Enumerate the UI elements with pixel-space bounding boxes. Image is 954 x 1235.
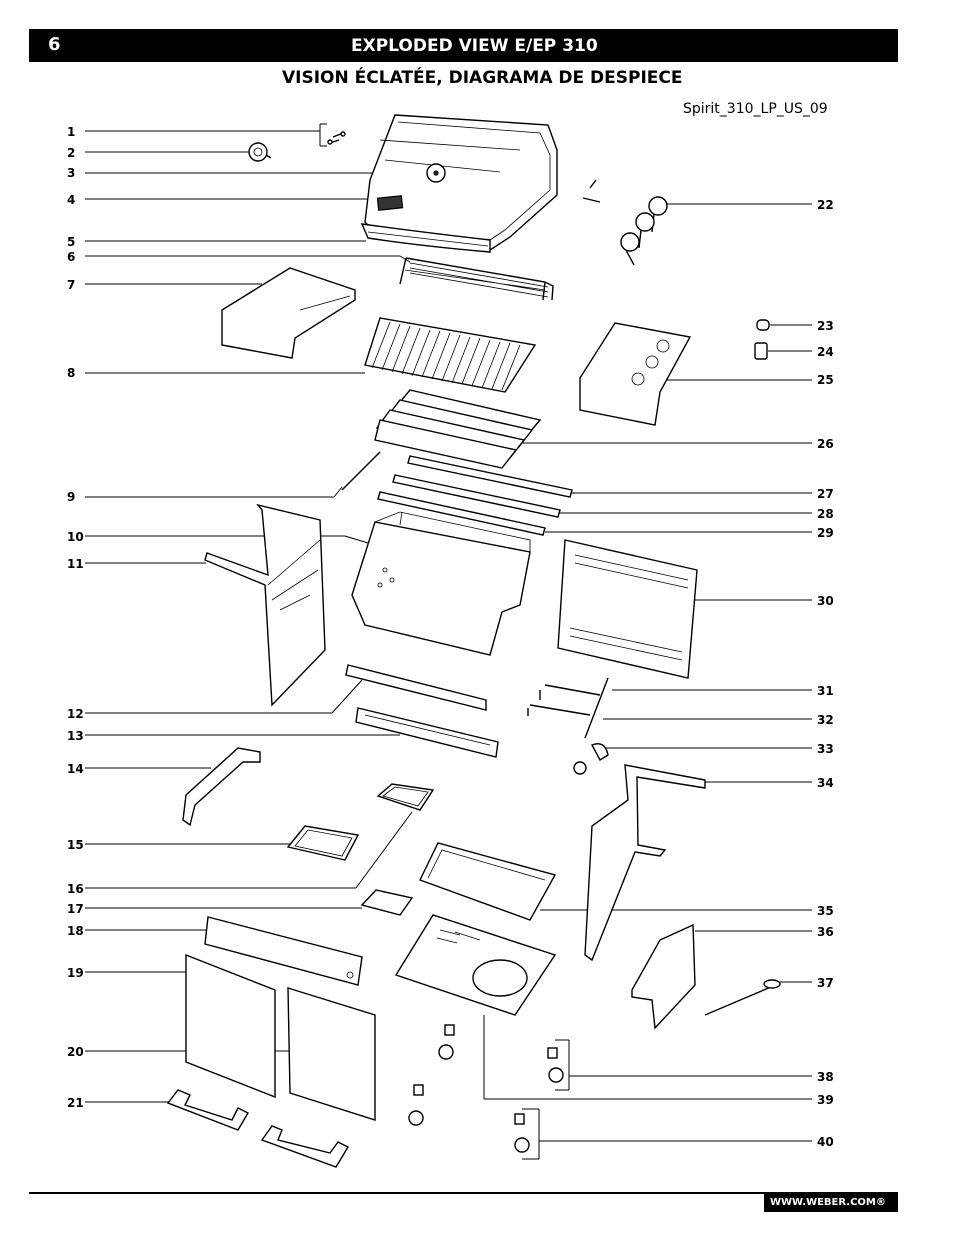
part-35-bottom-tray — [419, 842, 557, 921]
callout-15: 15 — [67, 838, 84, 852]
callout-37: 37 — [817, 976, 834, 990]
callout-30: 30 — [817, 594, 834, 608]
model-code: Spirit_310_LP_US_09 — [683, 101, 828, 117]
callout-23: 23 — [817, 319, 834, 333]
callout-24: 24 — [817, 345, 834, 359]
part-25-control-panel — [579, 322, 692, 426]
callout-13: 13 — [67, 729, 84, 743]
callout-32: 32 — [817, 713, 834, 727]
callout-29: 29 — [817, 526, 834, 540]
callout-19: 19 — [67, 966, 84, 980]
callout-20: 20 — [67, 1045, 84, 1059]
callout-34: 34 — [817, 776, 834, 790]
callout-25: 25 — [817, 373, 834, 387]
callout-11: 11 — [67, 557, 84, 571]
callout-22: 22 — [817, 198, 834, 212]
leader-lines-right — [483, 203, 812, 1160]
part-7-left-side-table — [221, 267, 356, 359]
part-14-bracket — [182, 747, 261, 827]
callout-1: 1 — [67, 125, 76, 139]
part-34-right-frame — [584, 764, 706, 962]
part-27-burner — [407, 455, 573, 498]
part-26-flavorizer-bars — [374, 389, 542, 469]
part-19-left-door — [185, 953, 276, 1099]
callout-5: 5 — [67, 235, 76, 249]
part-15-tray-holder — [286, 825, 360, 861]
callout-16: 16 — [67, 882, 84, 896]
callout-36: 36 — [817, 925, 834, 939]
part-10-cookbox — [351, 511, 531, 656]
part-33-regulator — [573, 743, 609, 775]
part-31-manifold — [527, 677, 609, 739]
page-title: EXPLODED VIEW E/EP 310 — [351, 36, 598, 56]
callout-31: 31 — [817, 684, 834, 698]
part-38-casters — [547, 1047, 564, 1083]
part-23-igniter-button — [756, 319, 770, 331]
callout-4: 4 — [67, 193, 76, 207]
part-18-panel — [204, 916, 363, 986]
footer-url: WWW.WEBER.COM® — [770, 1197, 886, 1208]
footer-rule — [29, 1192, 898, 1194]
part-20-right-door — [287, 987, 376, 1121]
part-39-bottom-panel — [394, 914, 557, 1126]
callout-39: 39 — [817, 1093, 834, 1107]
part-29-burner — [377, 491, 546, 536]
part-24-igniter-module — [754, 342, 768, 360]
callout-26: 26 — [817, 437, 834, 451]
part-22-control-knobs — [582, 179, 668, 266]
page-number: 6 — [48, 34, 61, 55]
part-13-rail — [355, 707, 499, 758]
part-9-crossover-tube — [341, 451, 381, 491]
callout-35: 35 — [817, 904, 834, 918]
callout-10: 10 — [67, 530, 84, 544]
part-2-thermometer — [248, 142, 272, 162]
callout-27: 27 — [817, 487, 834, 501]
part-17-drip-tray — [360, 889, 414, 916]
callout-18: 18 — [67, 924, 84, 938]
part-11-left-frame — [204, 503, 326, 707]
part-40-casters — [514, 1113, 530, 1153]
part-12-rail — [345, 664, 487, 711]
callout-8: 8 — [67, 366, 76, 380]
part-21-door-handles — [166, 1089, 349, 1168]
callout-14: 14 — [67, 762, 84, 776]
callout-3: 3 — [67, 166, 76, 180]
part-1-screws — [327, 131, 346, 145]
callout-12: 12 — [67, 707, 84, 721]
callout-7: 7 — [67, 278, 76, 292]
callout-40: 40 — [817, 1135, 834, 1149]
part-6-warming-rack — [399, 257, 554, 301]
part-36-tank-holder — [631, 923, 696, 1030]
footer-tab — [764, 1194, 898, 1212]
part-37-tool — [704, 979, 781, 1016]
header-bar — [29, 29, 898, 62]
part-28-burner — [392, 474, 561, 518]
callout-9: 9 — [67, 490, 76, 504]
callout-17: 17 — [67, 902, 84, 916]
callout-6: 6 — [67, 250, 76, 264]
callout-33: 33 — [817, 742, 834, 756]
callout-21: 21 — [67, 1096, 84, 1110]
callout-2: 2 — [67, 146, 76, 160]
part-30-rear-panel — [557, 539, 698, 679]
part-8-cooking-grate — [364, 317, 537, 393]
callout-28: 28 — [817, 507, 834, 521]
callout-38: 38 — [817, 1070, 834, 1084]
page-subtitle: VISION ÉCLATÉE, DIAGRAMA DE DESPIECE — [282, 68, 683, 88]
part-16-catch-pan — [376, 783, 435, 811]
part-4-lid — [360, 114, 558, 253]
